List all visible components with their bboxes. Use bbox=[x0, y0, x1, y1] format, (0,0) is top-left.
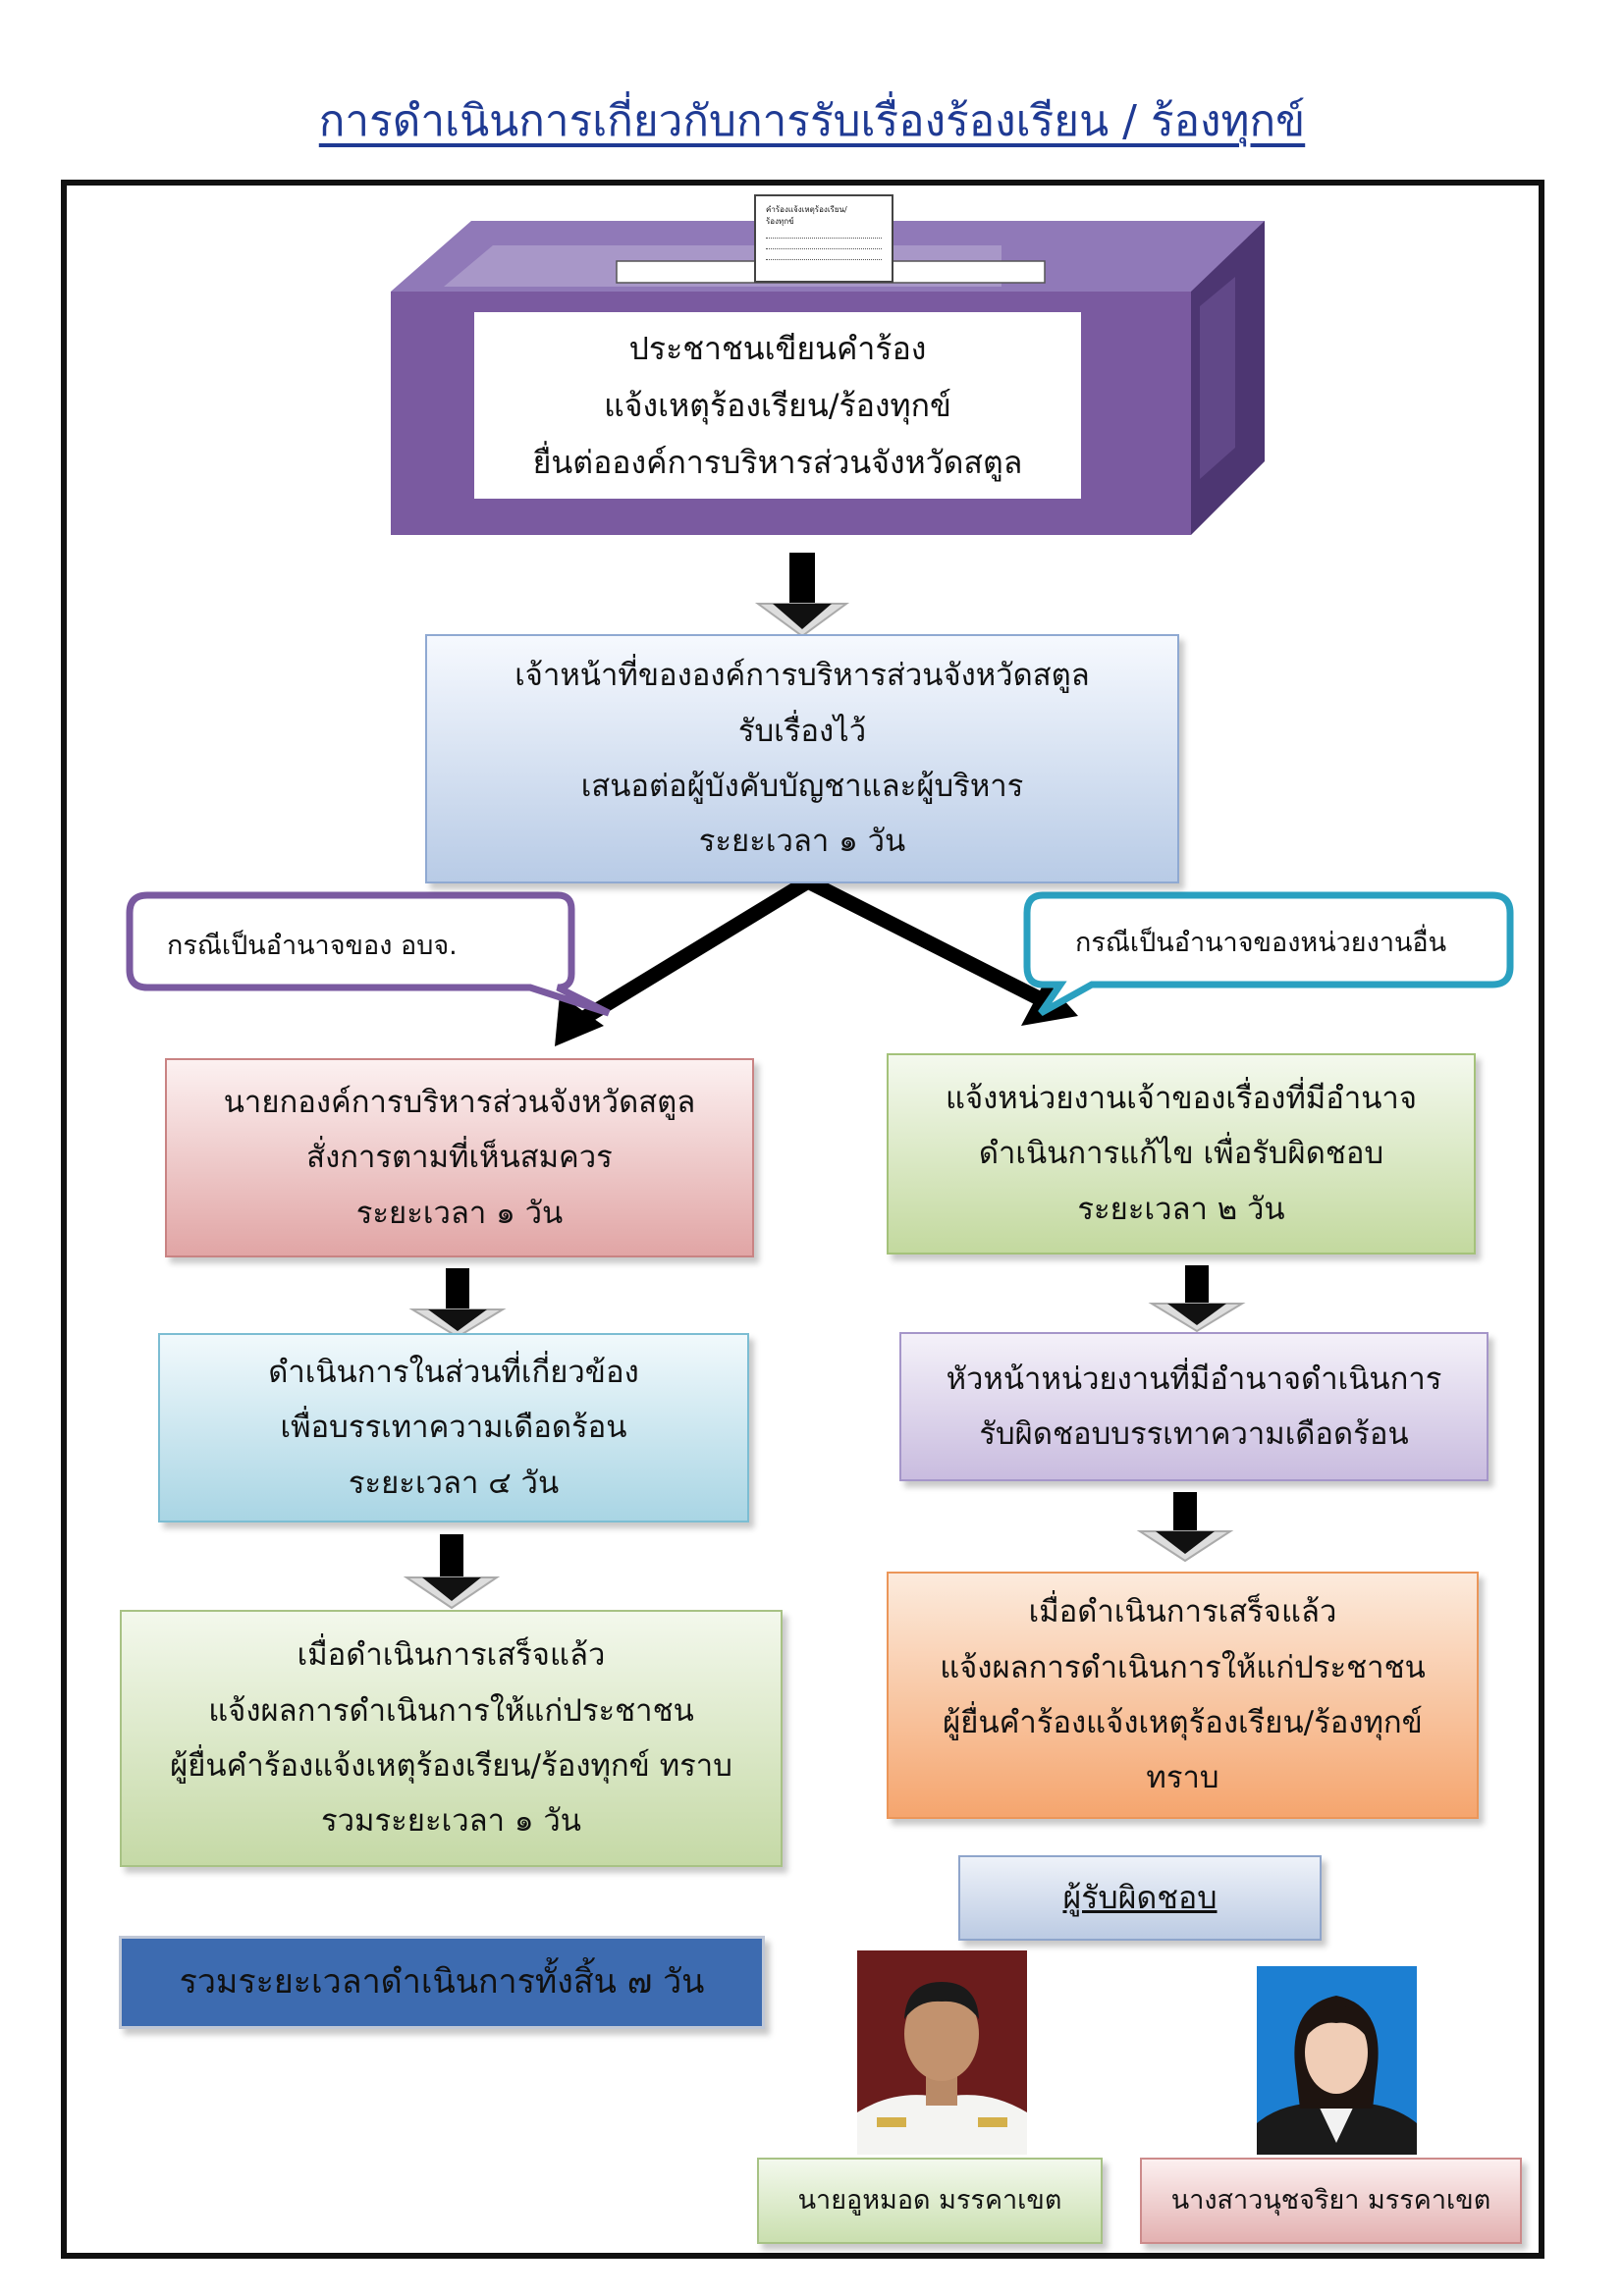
right-done-line-1: เมื่อดำเนินการเสร็จแล้ว bbox=[1028, 1594, 1337, 1630]
responsible-label: ผู้รับผิดชอบ bbox=[1062, 1879, 1218, 1917]
complaint-form-note: คำร้องแจ้งเหตุร้องเรียน/ ร้องทุกข์ bbox=[754, 194, 893, 283]
callout-right-bubble bbox=[1023, 891, 1514, 1017]
left-done-line-3: ผู้ยื่นคำร้องแจ้งเหตุร้องเรียน/ร้องทุกข์… bbox=[170, 1748, 732, 1784]
notify-line-3: ระยะเวลา ๒ วัน bbox=[1077, 1191, 1285, 1227]
arrow-president-to-exec bbox=[408, 1268, 507, 1339]
person2-name-box: นางสาวนุชจริยา มรรคาเขต bbox=[1140, 2158, 1522, 2244]
arrow-head-to-done bbox=[1136, 1492, 1234, 1563]
complaint-line-3: ยื่นต่อองค์การบริหารส่วนจังหวัดสตูล bbox=[532, 444, 1023, 482]
notify-agency-box: แจ้งหน่วยงานเจ้าของเรื่องที่มีอำนาจ ดำเน… bbox=[887, 1053, 1476, 1255]
right-done-line-4: ทราบ bbox=[1146, 1760, 1219, 1796]
arrow-exec-to-done bbox=[403, 1534, 501, 1610]
complaint-box-text: ประชาชนเขียนคำร้อง แจ้งเหตุร้องเรียน/ร้อ… bbox=[474, 312, 1081, 499]
person1-name-box: นายอูหมอด มรรคาเขต bbox=[757, 2158, 1103, 2244]
president-line-1: นายกองค์การบริหารส่วนจังหวัดสตูล bbox=[223, 1084, 696, 1120]
note-line bbox=[766, 228, 882, 239]
left-done-line-1: เมื่อดำเนินการเสร็จแล้ว bbox=[297, 1637, 606, 1674]
execute-line-3: ระยะเวลา ๔ วัน bbox=[348, 1465, 560, 1501]
callout-right-text: กรณีเป็นอำนาจของหน่วยงานอื่น bbox=[1075, 928, 1447, 958]
agency-head-box: หัวหน้าหน่วยงานที่มีอำนาจดำเนินการ รับผิ… bbox=[899, 1332, 1489, 1481]
left-done-line-4: รวมระยะเวลา ๑ วัน bbox=[321, 1803, 581, 1840]
total-duration-box: รวมระยะเวลาดำเนินการทั้งสิ้น ๗ วัน bbox=[119, 1936, 765, 2029]
note-heading-1: คำร้องแจ้งเหตุร้องเรียน/ bbox=[766, 205, 847, 214]
execute-line-2: เพื่อบรรเทาความเดือดร้อน bbox=[280, 1410, 627, 1446]
person2-name: นางสาวนุชจริยา มรรคาเขต bbox=[1170, 2185, 1491, 2216]
person2-photo bbox=[1257, 1966, 1417, 2155]
diagram-frame bbox=[61, 180, 1544, 2259]
left-completion-box: เมื่อดำเนินการเสร็จแล้ว แจ้งผลการดำเนินก… bbox=[120, 1610, 783, 1867]
notify-line-2: ดำเนินการแก้ไข เพื่อรับผิดชอบ bbox=[978, 1136, 1384, 1172]
note-heading-2: ร้องทุกข์ bbox=[766, 217, 794, 226]
callout-left-text: กรณีเป็นอำนาจของ อบจ. bbox=[167, 931, 458, 961]
execute-line-1: ดำเนินการในส่วนที่เกี่ยวข้อง bbox=[268, 1354, 639, 1390]
head-line-1: หัวหน้าหน่วยงานที่มีอำนาจดำเนินการ bbox=[946, 1361, 1442, 1397]
branch-arrows bbox=[555, 875, 1078, 1046]
total-duration-text: รวมระยะเวลาดำเนินการทั้งสิ้น ๗ วัน bbox=[179, 1961, 705, 2002]
staff-line-1: เจ้าหน้าที่ขององค์การบริหารส่วนจังหวัดสต… bbox=[514, 658, 1090, 694]
right-done-line-3: ผู้ยื่นคำร้องแจ้งเหตุร้องเรียน/ร้องทุกข์ bbox=[943, 1705, 1423, 1740]
person1-name: นายอูหมอด มรรคาเขต bbox=[797, 2185, 1062, 2216]
staff-line-3: เสนอต่อผู้บังคับบัญชาและผู้บริหาร bbox=[580, 769, 1024, 804]
arrow-box-to-staff bbox=[754, 553, 850, 638]
note-line bbox=[766, 239, 882, 249]
staff-line-4: ระยะเวลา ๑ วัน bbox=[698, 824, 906, 860]
left-done-line-2: แจ้งผลการดำเนินการให้แก่ประชาชน bbox=[208, 1692, 694, 1729]
person1-photo bbox=[857, 1950, 1027, 2155]
president-line-3: ระยะเวลา ๑ วัน bbox=[355, 1195, 564, 1231]
execute-action-box: ดำเนินการในส่วนที่เกี่ยวข้อง เพื่อบรรเทา… bbox=[158, 1333, 749, 1522]
complaint-line-2: แจ้งเหตุร้องเรียน/ร้องทุกข์ bbox=[604, 386, 951, 424]
president-order-box: นายกองค์การบริหารส่วนจังหวัดสตูล สั่งการ… bbox=[165, 1058, 754, 1257]
president-line-2: สั่งการตามที่เห็นสมควร bbox=[306, 1140, 613, 1176]
callout-left-bubble bbox=[126, 891, 611, 1017]
staff-line-2: รับเรื่องไว้ bbox=[737, 713, 867, 749]
right-completion-box: เมื่อดำเนินการเสร็จแล้ว แจ้งผลการดำเนินก… bbox=[887, 1572, 1479, 1819]
head-line-2: รับผิดชอบบรรเทาความเดือดร้อน bbox=[979, 1416, 1409, 1452]
responsible-label-box: ผู้รับผิดชอบ bbox=[958, 1855, 1322, 1941]
staff-receive-box: เจ้าหน้าที่ขององค์การบริหารส่วนจังหวัดสต… bbox=[425, 634, 1179, 883]
right-done-line-2: แจ้งผลการดำเนินการให้แก่ประชาชน bbox=[940, 1649, 1426, 1685]
complaint-line-1: ประชาชนเขียนคำร้อง bbox=[628, 329, 927, 367]
page-title: การดำเนินการเกี่ยวกับการรับเรื่องร้องเรี… bbox=[318, 96, 1306, 146]
note-line bbox=[766, 249, 882, 260]
notify-line-1: แจ้งหน่วยงานเจ้าของเรื่องที่มีอำนาจ bbox=[946, 1080, 1417, 1116]
arrow-notify-to-head bbox=[1148, 1265, 1246, 1333]
